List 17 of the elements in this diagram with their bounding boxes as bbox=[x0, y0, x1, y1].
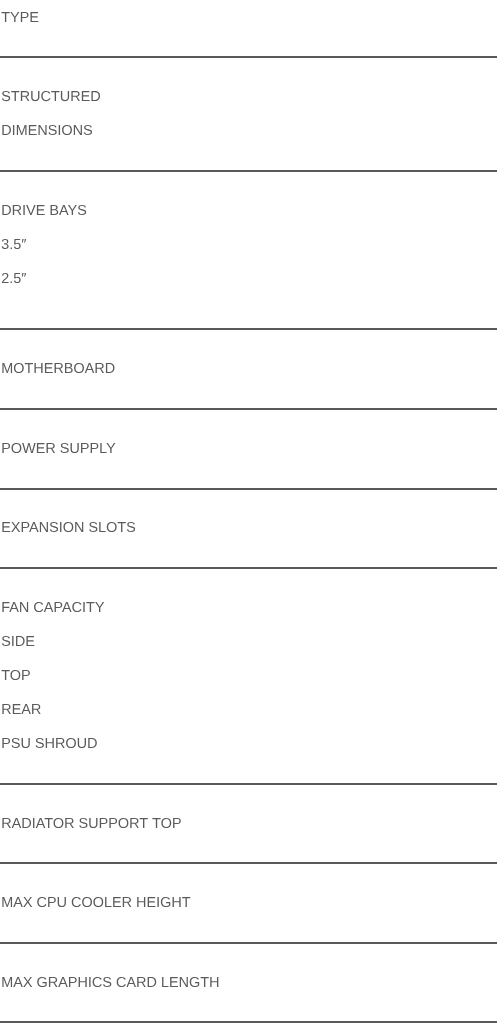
spec-label: DIMENSIONS bbox=[2, 124, 93, 136]
spec-label: 3.5″ bbox=[1, 238, 27, 250]
spec-label: EXPANSION SLOTS bbox=[2, 521, 136, 533]
spec-label: REAR bbox=[2, 704, 41, 714]
spec-label: TYPE bbox=[1, 12, 39, 22]
spec-label: MOTHERBOARD bbox=[2, 362, 115, 374]
spec-label: RADIATOR SUPPORT TOP bbox=[2, 817, 181, 829]
spec-label: MAX GRAPHICS CARD LENGTH bbox=[2, 976, 219, 988]
spec-label: SIDE bbox=[1, 635, 35, 647]
spec-label: 2.5″ bbox=[1, 272, 27, 284]
spec-label: MAX CPU COOLER HEIGHT bbox=[2, 896, 191, 908]
spec-label: TOP bbox=[1, 669, 30, 681]
spec-label: FAN CAPACITY bbox=[2, 601, 105, 613]
spec-label: PSU SHROUD bbox=[2, 737, 97, 749]
spec-label: DRIVE BAYS bbox=[2, 204, 87, 216]
spec-label: STRUCTURED bbox=[1, 90, 100, 102]
spec-label: POWER SUPPLY bbox=[2, 442, 116, 454]
